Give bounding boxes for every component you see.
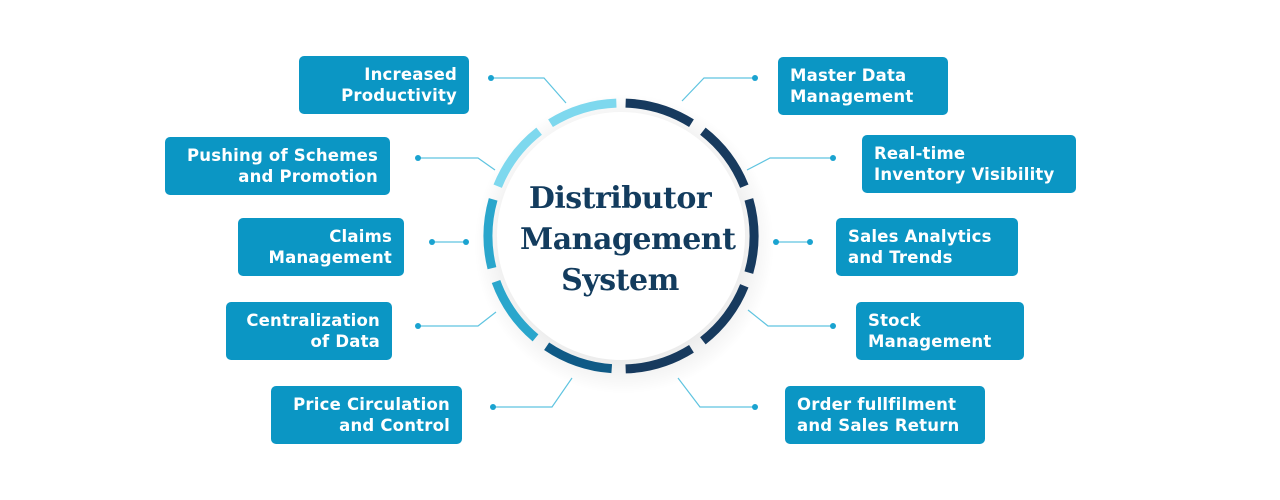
connector-dot-7	[830, 155, 836, 161]
box-claims-management: Claims Management	[238, 218, 404, 276]
connector-dot-5	[490, 404, 496, 410]
connector-line-7	[746, 157, 833, 171]
ring-segment-1	[625, 98, 694, 128]
connector-line-4	[418, 311, 497, 327]
box-line: and Control	[339, 416, 450, 435]
connector-line-1	[491, 77, 567, 104]
connector-line-6	[681, 77, 755, 102]
box-price-circulation: Price Circulation and Control	[271, 386, 462, 444]
box-master-data-management: Master Data Management	[778, 57, 948, 115]
box-order-fulfilment: Order fullfilment and Sales Return	[785, 386, 985, 444]
box-stock-management: Stock Management	[856, 302, 1024, 360]
center-title-line-1: Distributor	[528, 181, 712, 216]
ring-segment-2	[700, 127, 749, 188]
box-line: Order fullfilment	[797, 395, 957, 414]
box-line: and Sales Return	[797, 416, 960, 435]
ring-segment-3	[744, 198, 759, 274]
box-line: Real-time	[874, 144, 966, 163]
ring-segment-10	[548, 98, 617, 128]
box-line: Price Circulation	[293, 395, 450, 414]
connector-line-9	[747, 309, 833, 327]
ring-segment-8	[483, 198, 498, 270]
box-line: Claims	[329, 227, 392, 246]
box-line: and Trends	[848, 248, 953, 267]
box-line: Centralization	[246, 311, 380, 330]
connector-inner-dot-1	[463, 239, 469, 245]
box-line: Management	[790, 87, 914, 106]
box-line: Inventory Visibility	[874, 165, 1055, 184]
connector-dot-2	[415, 155, 421, 161]
connector-dot-1	[488, 75, 494, 81]
ring-segment-5	[625, 344, 694, 374]
box-line: Sales Analytics	[848, 227, 992, 246]
connector-line-5	[493, 377, 573, 408]
box-line: and Promotion	[238, 167, 378, 186]
box-line: Pushing of Schemes	[186, 146, 378, 165]
box-line: Increased	[364, 65, 457, 84]
connector-dot-9	[830, 323, 836, 329]
connector-dot-10	[752, 404, 758, 410]
box-line: Stock	[868, 311, 921, 330]
center-disc	[497, 112, 745, 360]
ring-segment-6	[544, 342, 613, 374]
connector-dot-4	[415, 323, 421, 329]
ring-segment-9	[493, 127, 542, 188]
connector-inner-dot-2	[773, 239, 779, 245]
connector-dot-3	[429, 239, 435, 245]
box-line: Master Data	[790, 66, 907, 85]
box-centralization-of-data: Centralization of Data	[226, 302, 392, 360]
ring-segment-7	[491, 279, 539, 342]
connector-dot-8	[807, 239, 813, 245]
box-increased-productivity: Increased Productivity	[299, 56, 469, 114]
box-real-time-inventory: Real-time Inventory Visibility	[862, 135, 1076, 193]
ring-segment-4	[700, 284, 749, 345]
connector-dot-6	[752, 75, 758, 81]
connector-line-10	[677, 377, 755, 408]
center-title-line-2: Management	[520, 222, 736, 257]
box-line: Management	[868, 332, 992, 351]
box-pushing-of-schemes: Pushing of Schemes and Promotion	[165, 137, 390, 195]
box-line: of Data	[310, 332, 380, 351]
box-line: Productivity	[341, 86, 457, 105]
box-line: Management	[268, 248, 392, 267]
connector-line-2	[418, 157, 496, 171]
center-title: Distributor Management System	[520, 178, 736, 301]
box-sales-analytics: Sales Analytics and Trends	[836, 218, 1018, 276]
center-title-line-3: System	[561, 263, 679, 298]
